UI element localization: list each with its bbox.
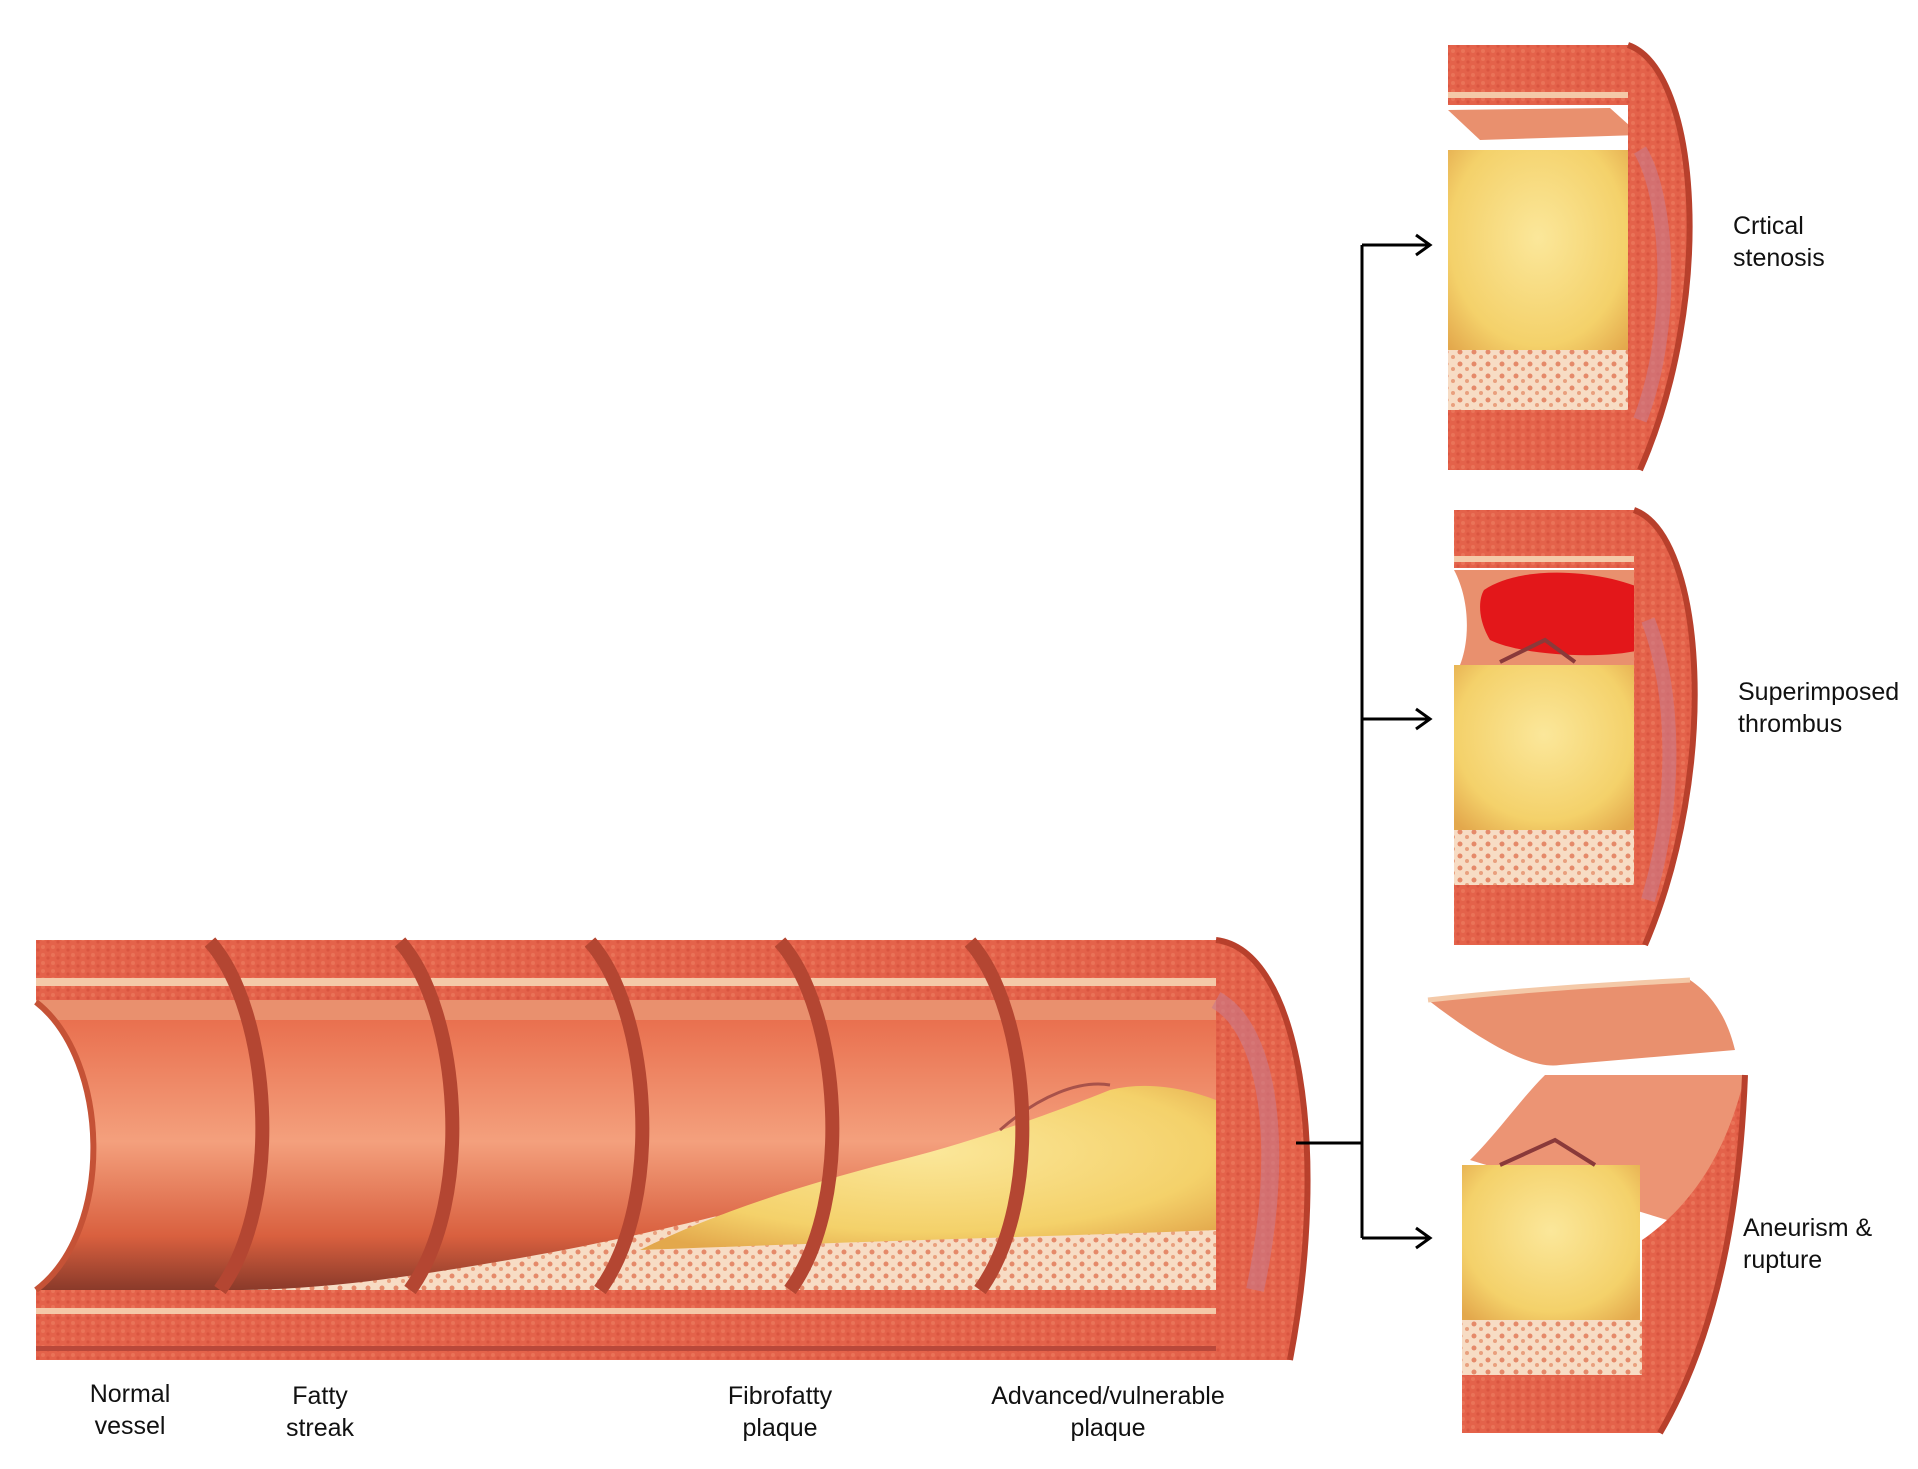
progression-vessel (34, 937, 1311, 1361)
vessel-bottom-intima (36, 1308, 1216, 1314)
vessel-bottom-line (36, 1346, 1216, 1351)
label-line: plaque (1070, 1414, 1146, 1442)
plaque-cap-fissure (999, 1082, 1111, 1132)
label-normal-vessel: Normal vessel (60, 1378, 200, 1442)
label-fibrofatty-plaque: Fibrofatty plaque (700, 1380, 860, 1444)
label-line: stenosis (1733, 244, 1825, 272)
label-line: Superimposed (1738, 678, 1900, 706)
label-line: Advanced/vulnerable (991, 1382, 1225, 1410)
intimal-thickening (230, 1120, 1216, 1290)
label-line: Fibrofatty (727, 1382, 833, 1410)
label-line: Aneurism & (1743, 1214, 1873, 1242)
label-critical-stenosis: Crtical stenosis (1733, 210, 1903, 274)
label-line: Fatty (292, 1382, 348, 1410)
arrowhead-2 (1415, 707, 1433, 731)
outcome-aneurism-illustration (1427, 977, 1748, 1435)
thrombus-shape (1480, 572, 1664, 656)
outcome-critical-stenosis-illustration (1448, 42, 1693, 472)
vessel-top-intima (36, 978, 1216, 986)
label-aneurism-rupture: Aneurism & rupture (1743, 1212, 1913, 1276)
arrowhead-1 (1415, 233, 1433, 257)
outcome-thrombus-illustration (1454, 507, 1698, 947)
vessel-left-opening (36, 1002, 94, 1290)
label-line: Normal (89, 1380, 171, 1408)
arrowhead-3 (1415, 1226, 1433, 1250)
label-line: rupture (1743, 1246, 1823, 1274)
label-line: vessel (94, 1412, 166, 1440)
label-advanced-plaque: Advanced/vulnerable plaque (978, 1380, 1238, 1444)
label-fatty-streak: Fatty streak (255, 1380, 385, 1444)
section-dividers (204, 937, 1030, 1295)
plaque-core (640, 1085, 1216, 1250)
label-line: Crtical (1733, 212, 1804, 240)
label-line: thrombus (1738, 710, 1843, 738)
label-superimposed-thrombus: Superimposed thrombus (1738, 676, 1916, 740)
label-line: plaque (742, 1414, 818, 1442)
label-line: streak (285, 1414, 355, 1442)
branch-connector (1296, 233, 1433, 1250)
